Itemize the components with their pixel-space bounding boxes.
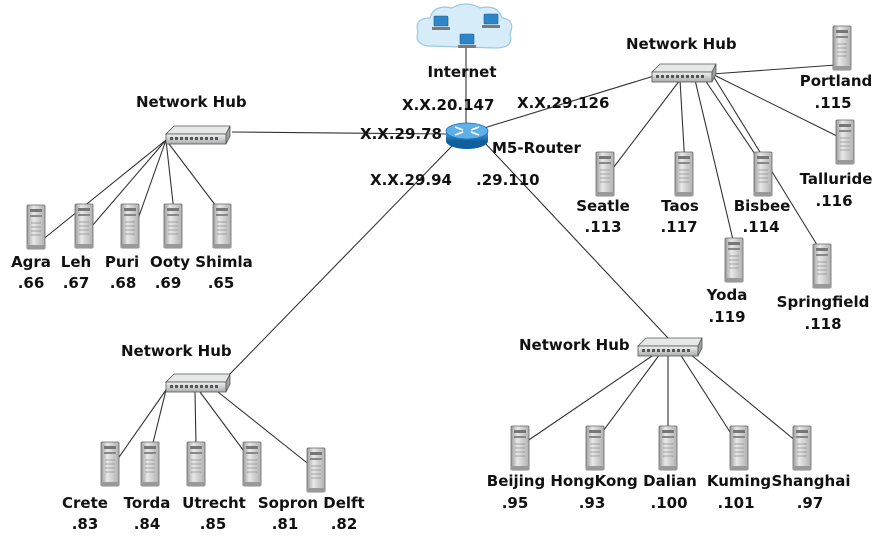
link-southeast-ip: .29.110 (476, 171, 540, 189)
server-hongkong-icon[interactable] (585, 425, 605, 471)
network-hub-southeast-icon[interactable] (637, 337, 703, 357)
server-sopron-ip: .81 (271, 515, 299, 533)
server-taos-ip: .117 (660, 218, 698, 236)
server-leh-icon[interactable] (74, 203, 94, 249)
network-hub-northeast-icon[interactable] (651, 63, 717, 83)
server-torda-icon[interactable] (140, 441, 160, 487)
server-talluride-name: Talluride (799, 170, 873, 188)
server-portland-ip: .115 (814, 94, 852, 112)
server-seatle-ip: .113 (584, 218, 622, 236)
server-utrecht-name: Utrecht (182, 494, 246, 512)
server-crete-ip: .83 (71, 515, 99, 533)
hub-northeast-label: Network Hub (626, 35, 737, 53)
server-yoda-name: Yoda (706, 286, 748, 304)
server-bisbee-icon[interactable] (753, 151, 773, 197)
network-hub-southwest-icon[interactable] (165, 373, 231, 393)
server-kuming-name: Kuming (706, 472, 772, 490)
server-yoda-icon[interactable] (724, 237, 744, 283)
server-springfield-icon[interactable] (812, 243, 832, 289)
server-springfield-ip: .118 (804, 315, 842, 333)
server-leh-ip: .67 (62, 274, 90, 292)
link-router-hub-southeast (483, 141, 669, 339)
server-shimla-icon[interactable] (212, 203, 232, 249)
server-shimla-name: Shimla (195, 253, 253, 271)
server-delft-icon[interactable] (306, 447, 326, 493)
server-yoda-ip: .119 (708, 308, 746, 326)
server-dalian-ip: .100 (650, 494, 688, 512)
server-kuming-ip: .101 (717, 494, 755, 512)
server-agra-icon[interactable] (26, 204, 46, 250)
server-utrecht-ip: .85 (199, 515, 227, 533)
server-taos-name: Taos (661, 197, 699, 215)
server-crete-name: Crete (62, 494, 108, 512)
link-router-hub-northeast (483, 75, 655, 129)
router-label: M5-Router (492, 139, 581, 157)
server-beijing-icon[interactable] (510, 425, 530, 471)
server-talluride-ip: .116 (815, 192, 853, 210)
hub-southeast-label: Network Hub (519, 336, 630, 354)
server-portland-name: Portland (799, 72, 873, 90)
server-sopron-name: Sopron (257, 494, 319, 512)
server-portland-icon[interactable] (832, 25, 852, 71)
server-shanghai-ip: .97 (796, 494, 824, 512)
server-puri-ip: .68 (109, 274, 137, 292)
server-springfield-name: Springfield (776, 293, 870, 311)
server-shimla-ip: .65 (207, 274, 235, 292)
server-puri-name: Puri (104, 253, 140, 271)
hub-southwest-label: Network Hub (121, 342, 232, 360)
link-southwest-ip: X.X.29.94 (370, 171, 452, 189)
server-bisbee-ip: .114 (742, 218, 780, 236)
server-ooty-icon[interactable] (163, 203, 183, 249)
link-internet-ip: X.X.20.147 (402, 96, 495, 114)
link-router-hub-west (231, 131, 449, 135)
server-delft-name: Delft (323, 494, 365, 512)
server-delft-ip: .82 (330, 515, 358, 533)
server-utrecht-icon[interactable] (186, 441, 206, 487)
server-talluride-icon[interactable] (835, 119, 855, 165)
server-torda-name: Torda (123, 494, 171, 512)
server-ooty-ip: .69 (154, 274, 182, 292)
server-dalian-name: Dalian (643, 472, 697, 490)
server-shanghai-icon[interactable] (792, 425, 812, 471)
server-agra-name: Agra (11, 253, 51, 271)
internet-cloud-icon (416, 3, 513, 49)
server-hongkong-ip: .93 (578, 494, 606, 512)
server-agra-ip: .66 (17, 274, 45, 292)
link-router-hub-southwest (225, 145, 453, 379)
server-torda-ip: .84 (133, 515, 161, 533)
server-ooty-name: Ooty (149, 253, 191, 271)
server-beijing-ip: .95 (501, 494, 529, 512)
server-sopron-icon[interactable] (242, 441, 262, 487)
server-beijing-name: Beijing (486, 472, 546, 490)
server-bisbee-name: Bisbee (733, 197, 791, 215)
server-hongkong-name: HongKong (550, 472, 638, 490)
link-northeast-ip: X.X.29.126 (517, 94, 610, 112)
hub-west-label: Network Hub (136, 93, 247, 111)
link-west-ip: X.X.29.78 (360, 125, 442, 143)
server-shanghai-name: Shanghai (771, 472, 851, 490)
internet-label: Internet (427, 63, 497, 81)
server-seatle-icon[interactable] (595, 151, 615, 197)
server-puri-icon[interactable] (120, 203, 140, 249)
server-taos-icon[interactable] (674, 151, 694, 197)
router-icon[interactable] (445, 122, 489, 149)
server-seatle-name: Seatle (576, 197, 630, 215)
server-leh-name: Leh (60, 253, 92, 271)
server-dalian-icon[interactable] (658, 425, 678, 471)
network-hub-west-icon[interactable] (165, 125, 231, 145)
server-kuming-icon[interactable] (729, 425, 749, 471)
server-crete-icon[interactable] (100, 441, 120, 487)
